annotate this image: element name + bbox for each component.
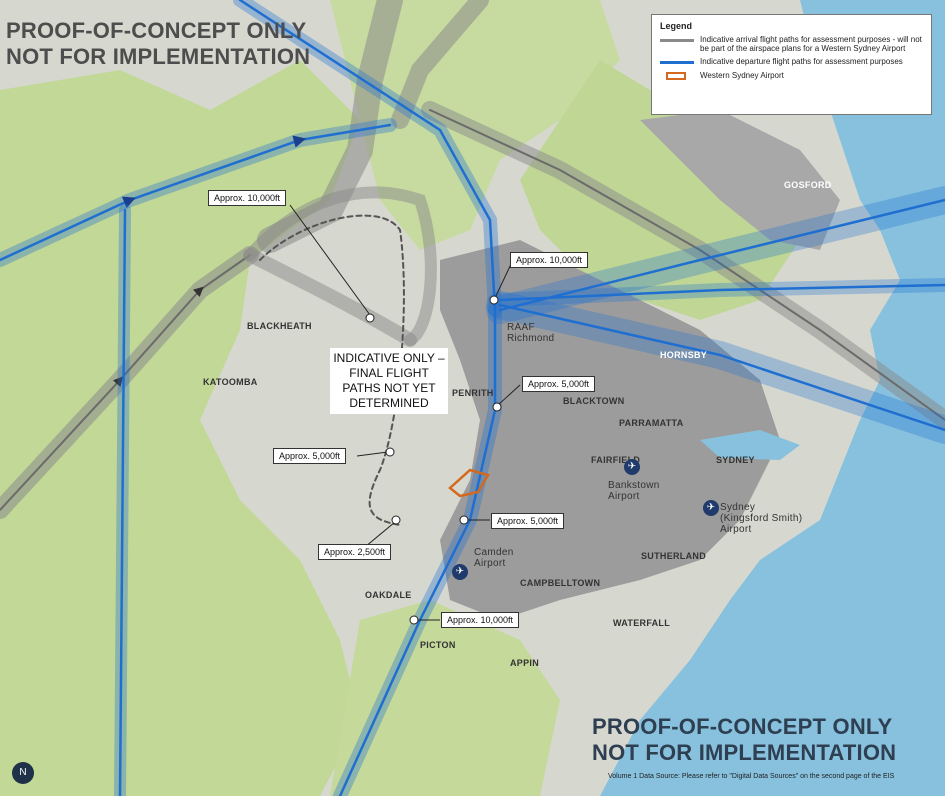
place-label: SYDNEY xyxy=(716,455,755,465)
departure-swatch-icon xyxy=(660,57,694,67)
data-source-note: Volume 1 Data Source: Please refer to "D… xyxy=(608,773,895,780)
watermark-top: PROOF-OF-CONCEPT ONLY NOT FOR IMPLEMENTA… xyxy=(6,18,310,70)
legend-item-departure: Indicative departure flight paths for as… xyxy=(660,57,923,67)
place-label: GOSFORD xyxy=(784,180,832,190)
place-label: Bankstown xyxy=(608,480,660,491)
legend-title: Legend xyxy=(660,21,693,31)
watermark-top-line1: PROOF-OF-CONCEPT ONLY xyxy=(6,18,307,43)
altitude-callout: Approx. 5,000ft xyxy=(522,376,596,392)
note-line: FINAL FLIGHT xyxy=(349,366,429,380)
watermark-bottom: PROOF-OF-CONCEPT ONLY NOT FOR IMPLEMENTA… xyxy=(592,714,896,766)
north-arrow-icon: N xyxy=(12,762,34,784)
bushland-northeast xyxy=(520,60,800,320)
place-label: KATOOMBA xyxy=(203,377,258,387)
watermark-bottom-line2: NOT FOR IMPLEMENTATION xyxy=(592,740,897,765)
legend-item-airport: Western Sydney Airport xyxy=(660,71,923,81)
place-label: Airport xyxy=(720,524,752,535)
urban-north xyxy=(640,110,840,250)
legend: Legend Indicative arrival flight paths f… xyxy=(651,14,932,115)
place-label: Sydney xyxy=(720,502,756,513)
plane-icon: ✈ xyxy=(452,564,468,580)
place-label: BLACKHEATH xyxy=(247,321,312,331)
place-label: RAAF xyxy=(507,322,535,333)
place-label: APPIN xyxy=(510,658,540,668)
legend-item-label: Indicative arrival flight paths for asse… xyxy=(700,35,922,53)
bushland-south xyxy=(330,600,560,796)
airport-swatch-icon xyxy=(660,71,694,81)
watermark-bottom-line1: PROOF-OF-CONCEPT ONLY xyxy=(592,714,893,739)
place-label: WATERFALL xyxy=(613,618,671,628)
altitude-callout: Approx. 5,000ft xyxy=(273,448,347,464)
place-label: CAMPBELLTOWN xyxy=(520,578,601,588)
ocean xyxy=(600,0,945,796)
note-line: DETERMINED xyxy=(349,396,429,410)
altitude-callout: Approx. 5,000ft xyxy=(491,513,565,529)
legend-item-arrival: Indicative arrival flight paths for asse… xyxy=(660,35,923,53)
callout-leaders xyxy=(289,204,521,625)
place-label: Airport xyxy=(608,491,640,502)
legend-item-label: Indicative departure flight paths for as… xyxy=(700,57,903,66)
western-sydney-airport-outline xyxy=(448,468,490,498)
place-label: Camden xyxy=(474,547,514,558)
altitude-callout: Approx. 10,000ft xyxy=(208,190,287,206)
plane-icon: ✈ xyxy=(703,500,719,516)
place-label: HORNSBY xyxy=(660,350,708,360)
place-label: Airport xyxy=(474,558,506,569)
altitude-callout: Approx. 2,500ft xyxy=(318,544,392,560)
place-label: FAIRFIELD xyxy=(591,455,641,465)
indicative-only-note: INDICATIVE ONLY – FINAL FLIGHT PATHS NOT… xyxy=(330,348,448,414)
altitude-callout: Approx. 10,000ft xyxy=(441,612,520,628)
harbour xyxy=(700,430,800,460)
place-label: BLACKTOWN xyxy=(563,396,625,406)
place-label: PARRAMATTA xyxy=(619,418,684,428)
place-label: SUTHERLAND xyxy=(641,551,706,561)
place-label: PICTON xyxy=(420,640,456,650)
legend-item-label: Western Sydney Airport xyxy=(700,71,784,80)
altitude-callout: Approx. 10,000ft xyxy=(510,252,589,268)
note-line: PATHS NOT YET xyxy=(342,381,436,395)
note-line: INDICATIVE ONLY – xyxy=(333,351,445,365)
place-label: Richmond xyxy=(507,333,555,344)
place-label: OAKDALE xyxy=(365,590,412,600)
place-label: PENRITH xyxy=(452,388,494,398)
plane-icon: ✈ xyxy=(624,459,640,475)
arrival-swatch-icon xyxy=(660,35,694,45)
watermark-top-line2: NOT FOR IMPLEMENTATION xyxy=(6,44,311,69)
place-label: (Kingsford Smith) xyxy=(720,513,803,524)
arrival-paths xyxy=(0,0,945,526)
